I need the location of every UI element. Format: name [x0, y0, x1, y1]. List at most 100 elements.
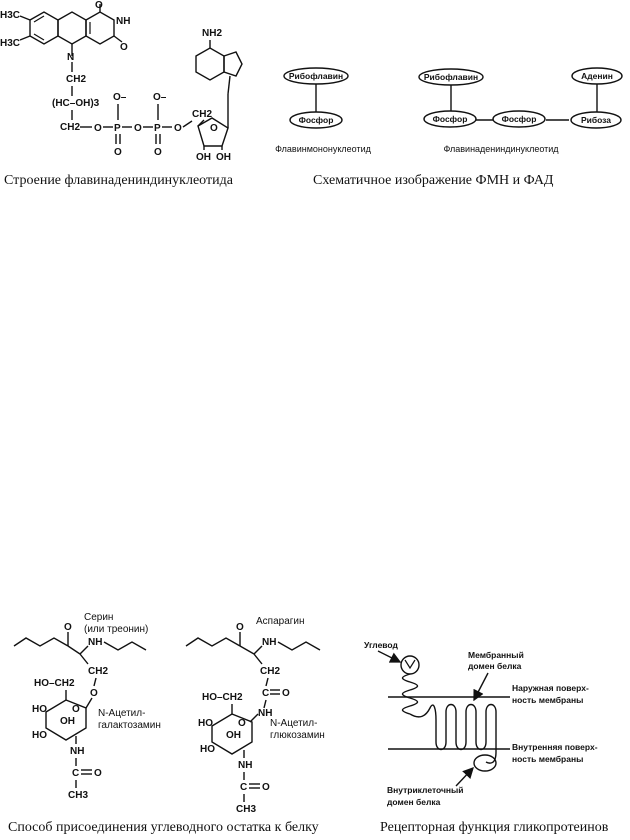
asparagine-label: Аспарагин	[256, 616, 305, 627]
atom-o2: O	[134, 123, 142, 134]
membrane-domain-label-2: домен белка	[468, 661, 522, 671]
glcnac-label-2: глюкозамин	[270, 730, 325, 741]
fad-phosphate-2-label: Фосфор	[502, 114, 537, 124]
receptor-caption: Рецепторная функция гликопротеинов	[380, 820, 609, 835]
adenine-imidazole-ring	[223, 51, 243, 77]
fad-adenine-node	[571, 67, 623, 85]
atom-o-minus-1: O–	[113, 92, 127, 103]
atom-ch2-b: CH2	[260, 666, 280, 677]
atom-o-link-a: O	[90, 688, 98, 699]
fad-phosphate-1-label: Фосфор	[433, 114, 468, 124]
carbohydrate-circle	[400, 655, 420, 675]
atom-c-b2: C	[240, 782, 247, 793]
membrane-domain-label-1: Мембранный	[468, 650, 524, 660]
atom-o-b3: O	[262, 782, 270, 793]
glycosylation-caption: Способ присоединения углеводного остатка…	[8, 820, 319, 835]
atom-hc-oh: (HC–OH)3	[52, 98, 100, 109]
atom-o-a: O	[64, 622, 72, 633]
atom-nh: NH	[116, 16, 130, 27]
fad-phosphate-2-node	[492, 110, 546, 128]
atom-oh2: OH	[216, 152, 231, 163]
atom-oh-b: OH	[226, 730, 241, 741]
fmn-fad-schematic: Рибофлавин Фосфор Флавинмононуклеотид Ри…	[275, 67, 623, 188]
atom-n: N	[67, 52, 74, 63]
atom-o-bottom-2: O	[154, 147, 162, 158]
fmn-name: Флавинмононуклеотид	[275, 144, 371, 154]
atom-o3: O	[174, 123, 182, 134]
carbohydrate-label: Углевод	[364, 640, 399, 650]
intracellular-domain-blob	[473, 754, 497, 772]
fmn-riboflavin-label: Рибофлавин	[289, 71, 343, 81]
glcnac-label-1: N-Ацетил-	[270, 718, 317, 729]
atom-o-ring-b: O	[238, 718, 246, 729]
fad-ribose-label: Рибоза	[581, 115, 611, 125]
serine-label: Серин	[84, 612, 113, 623]
receptor-diagram: Углевод Мембранный домен белка Наружная …	[364, 640, 609, 835]
atom-ch2-1: CH2	[66, 74, 86, 85]
atom-o-right: O	[120, 42, 128, 53]
atom-ho-b2: HO	[200, 744, 215, 755]
inner-surface-label-1: Внутренняя поверх-	[512, 742, 598, 752]
serine-backbone-left	[13, 637, 69, 647]
atom-nh-a: NH	[88, 637, 102, 648]
outer-surface-label-2: ность мембраны	[512, 695, 583, 705]
fmn-phosphate-label: Фосфор	[299, 115, 334, 125]
atom-nh-b: NH	[262, 637, 276, 648]
fad-adenine-label: Аденин	[581, 71, 613, 81]
atom-ch2-2: CH2	[60, 122, 80, 133]
atom-nh2: NH2	[202, 28, 222, 39]
serine-backbone-right	[103, 641, 147, 651]
galnac-label-1: N-Ацетил-	[98, 708, 145, 719]
atom-h3c-2: H3C	[0, 38, 20, 49]
atom-h3c-1: H3C	[0, 10, 20, 21]
ribose-ring	[197, 117, 229, 147]
asparagine-backbone-left	[185, 637, 241, 647]
atom-ho-ch2-b: HO–CH2	[202, 692, 243, 703]
fad-structure-caption: Строение флавинадениндинуклеотида	[4, 173, 234, 188]
atom-p2: P	[154, 123, 161, 134]
atom-ch2-a: CH2	[88, 666, 108, 677]
atom-o-b2: O	[282, 688, 290, 699]
glycosylation-diagram: O NH Серин (или треонин) CH2 O O HO–CH2 …	[8, 612, 325, 835]
transmembrane-domain	[409, 703, 497, 764]
atom-ch2-ribose: CH2	[192, 109, 212, 120]
atom-nh-a2: NH	[70, 746, 84, 757]
atom-ho-ch2-a: HO–CH2	[34, 678, 75, 689]
atom-c-b: C	[262, 688, 269, 699]
fad-name: Флавинадениндинуклеотид	[443, 144, 559, 154]
fmn-phosphate-node	[289, 111, 343, 129]
intracellular-label-2: домен белка	[387, 797, 441, 807]
intracellular-label-1: Внутриклеточный	[387, 785, 464, 795]
atom-c-a: C	[72, 768, 79, 779]
atom-nh-b3: NH	[238, 760, 252, 771]
pyrazine-ring	[57, 11, 87, 45]
atom-o1: O	[94, 123, 102, 134]
atom-ch3-b: CH3	[236, 804, 256, 815]
atom-ho-a1: HO	[32, 704, 47, 715]
outer-surface-label-1: Наружная поверх-	[512, 683, 589, 693]
serine-alt-label: (или треонин)	[84, 624, 148, 635]
atom-oh-a: OH	[60, 716, 75, 727]
atom-ho-b1: HO	[198, 718, 213, 729]
fad-phosphate-1-node	[423, 110, 477, 128]
atom-o-b: O	[236, 622, 244, 633]
fad-riboflavin-node	[418, 68, 484, 86]
atom-o-bottom-1: O	[114, 147, 122, 158]
fad-structure-diagram: O NH O N H3C H3C CH2 (HC–OH)3 CH2 O P O …	[0, 0, 243, 188]
receptor-helix	[401, 673, 419, 715]
atom-o-minus-2: O–	[153, 92, 167, 103]
galnac-label-2: галактозамин	[98, 720, 161, 731]
adenine-pyrimidine-ring	[195, 47, 225, 81]
benzene-ring	[29, 11, 59, 45]
atom-o-a2: O	[94, 768, 102, 779]
carbohydrate-branch	[404, 659, 416, 670]
atom-oh1: OH	[196, 152, 211, 163]
fad-riboflavin-label: Рибофлавин	[424, 72, 478, 82]
atom-ho-a2: HO	[32, 730, 47, 741]
inner-surface-label-2: ность мембраны	[512, 754, 583, 764]
fmn-riboflavin-node	[283, 67, 349, 85]
atom-ch3-a: CH3	[68, 790, 88, 801]
atom-p1: P	[114, 123, 121, 134]
asparagine-backbone-right	[277, 641, 321, 651]
